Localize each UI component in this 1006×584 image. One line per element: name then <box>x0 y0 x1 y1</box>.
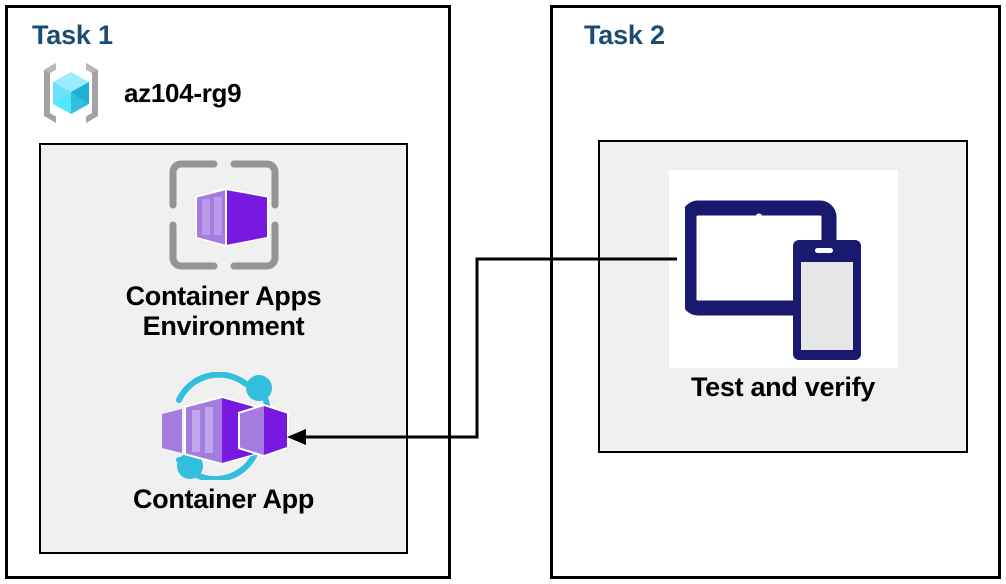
node-container-app[interactable]: Container App <box>39 372 408 514</box>
task-1-title: Task 1 <box>32 20 113 50</box>
task-2-title: Task 2 <box>584 20 665 50</box>
resource-group-icon <box>36 58 106 128</box>
node-test-and-verify[interactable] <box>669 170 898 368</box>
container-apps-environment-label: Container Apps Environment <box>125 281 322 342</box>
resource-group-row: az104-rg9 <box>36 58 242 128</box>
container-app-label: Container App <box>132 484 315 514</box>
test-and-verify-label: Test and verify <box>690 372 876 402</box>
node-container-apps-environment[interactable]: Container Apps Environment <box>39 155 408 341</box>
resource-group-label: az104-rg9 <box>124 77 242 108</box>
container-apps-environment-icon <box>164 155 284 275</box>
container-app-icon <box>146 372 301 480</box>
